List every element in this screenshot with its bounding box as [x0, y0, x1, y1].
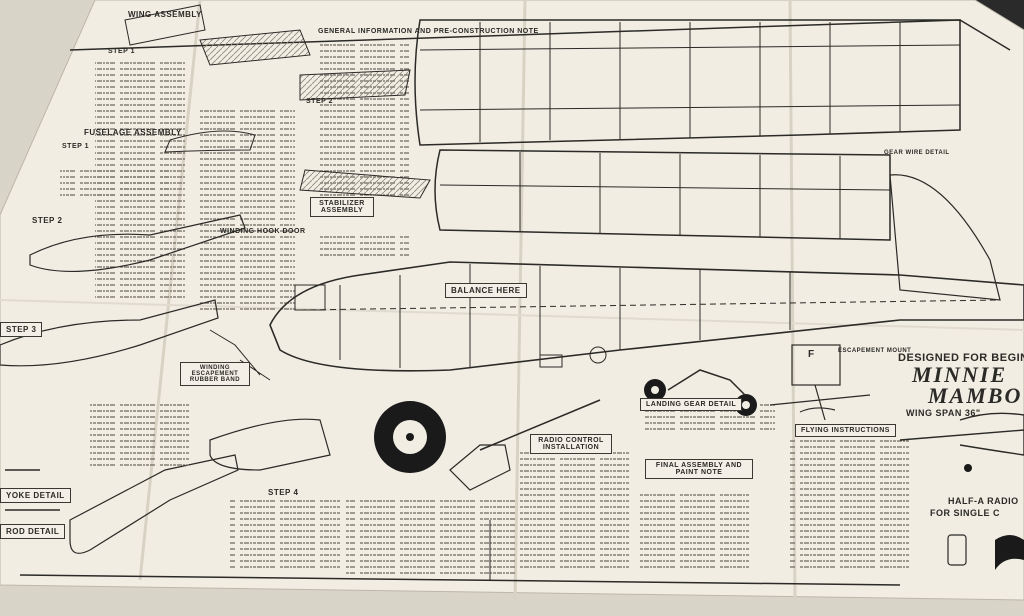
stabilizer-step4-drawing	[209, 418, 331, 471]
radio-receiver-sketch	[449, 444, 511, 491]
stabilizer-assembly-label: STABILIZER ASSEMBLY	[310, 197, 374, 217]
winding-escapement-label: WINDING ESCAPEMENT RUBBER BAND	[180, 362, 250, 386]
wing-sketch	[124, 4, 206, 46]
servo-sketch	[589, 346, 607, 364]
flying-aircraft-sketch	[769, 384, 871, 421]
text-block	[635, 490, 750, 570]
wing-sketch	[299, 69, 411, 101]
flying-instructions-label: FLYING INSTRUCTIONS	[795, 424, 896, 437]
rudder-plan-outline	[889, 174, 1001, 301]
wing-plan-outline	[414, 19, 961, 146]
yoke-detail-label: YOKE DETAIL	[0, 488, 71, 503]
fuselage-assembly-label: FUSELAGE ASSEMBLY	[84, 128, 182, 137]
title-mambo: MAMBO	[928, 383, 1023, 408]
fuselage-step1-label: STEP 1	[62, 143, 89, 150]
text-block	[520, 450, 630, 570]
wheel-axle	[406, 433, 414, 441]
text-block	[320, 235, 410, 260]
step1-top-label: STEP 1	[108, 48, 135, 55]
stabilizer-plan-outline	[434, 149, 891, 241]
title-aircraft-sketch	[899, 412, 1024, 456]
manufacturer-logo	[947, 534, 967, 566]
fuselage-step4-label: STEP 4	[268, 488, 299, 497]
winding-hook-door-label: WINDING HOOK DOOR	[220, 228, 306, 235]
step2-top-label: STEP 2	[306, 98, 333, 105]
text-block	[200, 110, 295, 310]
landing-gear-wire	[667, 369, 746, 396]
text-block	[60, 170, 170, 200]
fuselage-step3-drawing	[0, 299, 219, 367]
escapement-letter-f: F	[808, 349, 815, 360]
wing-assembly-label: WING ASSEMBLY	[128, 10, 202, 19]
fuselage-sketch	[164, 130, 256, 153]
escapement-mount-label: ESCAPEMENT MOUNT	[838, 348, 912, 354]
wing-ribs	[419, 22, 961, 142]
landing-gear-hub-right	[742, 401, 750, 409]
escapement-mount-box	[791, 344, 841, 386]
title-minnie: MINNIE	[912, 362, 1008, 387]
text-block	[790, 440, 910, 570]
fuselage-step2-label: STEP 2	[32, 216, 63, 225]
large-letter-fragment	[995, 535, 1024, 570]
title-aircraft-wheel	[964, 464, 972, 472]
fold-line	[513, 0, 527, 601]
stabilizer-sketch	[299, 169, 431, 199]
designed-for-label: DESIGNED FOR BEGINNE	[898, 352, 1024, 364]
landing-gear-label: LANDING GEAR DETAIL	[640, 398, 743, 411]
text-block	[345, 500, 515, 575]
fuselage-step4-drawing	[69, 454, 239, 554]
stabilizer-ribs	[439, 152, 891, 239]
fuselage-step3-label: STEP 3	[0, 322, 43, 337]
text-block	[90, 400, 190, 470]
final-assembly-label: FINAL ASSEMBLY AND PAINT NOTE	[645, 459, 753, 479]
for-single-label: FOR SINGLE C	[930, 508, 1001, 518]
text-block	[230, 500, 340, 570]
pushrod	[479, 399, 601, 451]
gear-detail-label: GEAR WIRE DETAIL	[884, 150, 950, 156]
wing-span-label: WING SPAN 36"	[906, 408, 981, 418]
battery-sketch	[539, 354, 563, 368]
fuselage-formers	[299, 264, 1001, 368]
landing-gear-hub-left	[651, 386, 659, 394]
rod-detail-label: ROD DETAIL	[0, 524, 66, 539]
fuselage-step2-drawing	[29, 214, 246, 273]
radio-control-label: RADIO CONTROL INSTALLATION	[530, 434, 612, 454]
half-a-radio-label: HALF-A RADIO	[948, 496, 1019, 506]
wing-sketch	[199, 29, 311, 66]
fuselage-side-view	[269, 261, 1024, 372]
frame-line	[19, 574, 901, 586]
balance-here-label: BALANCE HERE	[445, 283, 527, 298]
engine-sketch	[294, 284, 326, 311]
general-info-label: GENERAL INFORMATION AND PRE-CONSTRUCTION…	[318, 28, 539, 35]
